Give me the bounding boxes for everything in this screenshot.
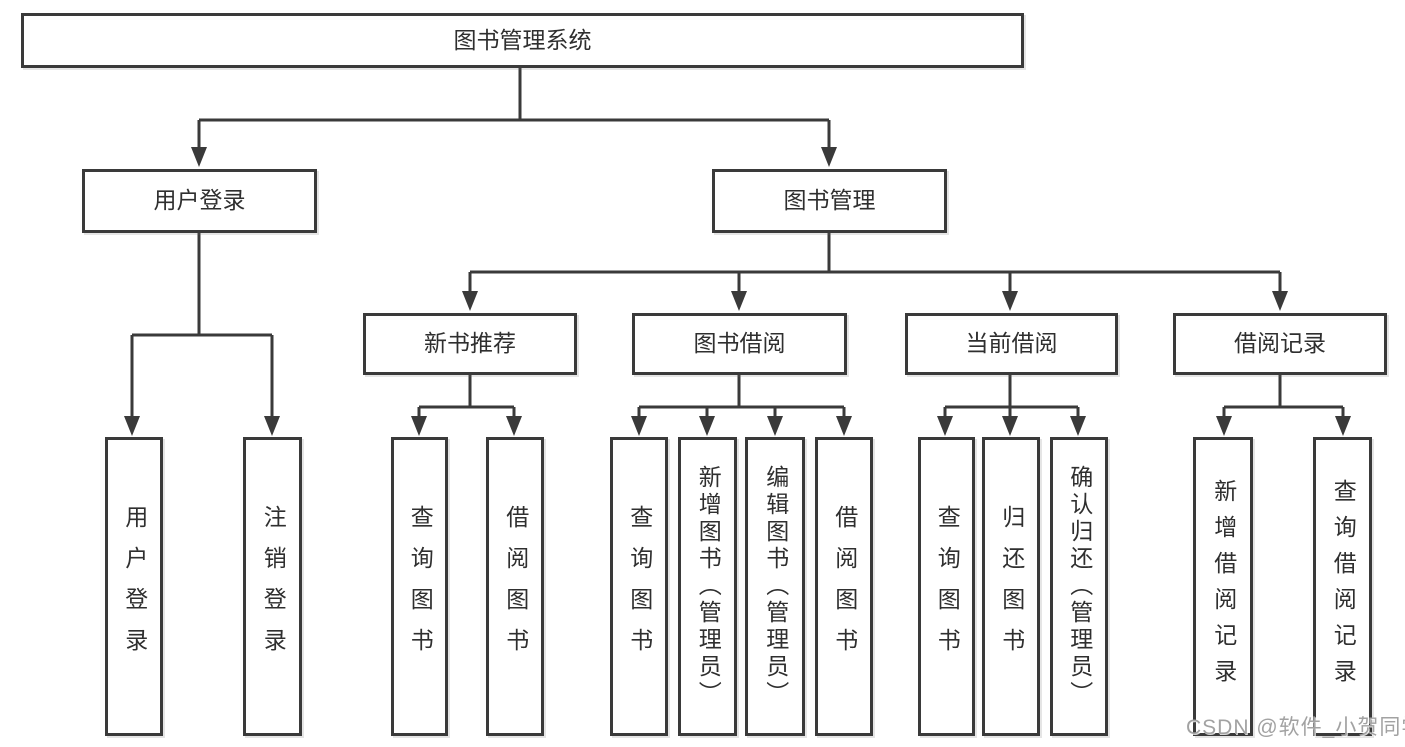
leaf-add-book-admin: 新增图书（管理员） — [678, 437, 737, 736]
node-label: 编辑图书（管理员） — [762, 465, 789, 708]
csdn-watermark: CSDN @软件_小贺同学 — [1186, 716, 1405, 739]
node-library-management-system: 图书管理系统 — [21, 13, 1024, 68]
leaf-query-books-current: 查询图书 — [918, 437, 975, 736]
node-label: 借阅图书 — [831, 504, 858, 669]
node-label: 新增借阅记录 — [1210, 478, 1237, 695]
node-label: 查询图书 — [407, 504, 434, 669]
node-label: 用户登录 — [121, 504, 148, 669]
node-book-management: 图书管理 — [712, 169, 947, 233]
node-current-borrowing: 当前借阅 — [905, 313, 1118, 375]
node-label: 注销登录 — [260, 504, 287, 669]
leaf-return-book: 归还图书 — [982, 437, 1040, 736]
node-user-login: 用户登录 — [82, 169, 317, 233]
leaf-add-borrow-record: 新增借阅记录 — [1193, 437, 1253, 736]
node-book-borrowing: 图书借阅 — [632, 313, 847, 375]
node-label: 借阅图书 — [502, 504, 529, 669]
node-label: 借阅记录 — [1234, 330, 1326, 357]
leaf-query-borrow-record: 查询借阅记录 — [1313, 437, 1372, 736]
node-label: 确认归还（管理员） — [1066, 465, 1093, 708]
node-label: 查询图书 — [934, 504, 961, 669]
node-label: 图书管理 — [783, 187, 876, 214]
leaf-query-books-borrowing: 查询图书 — [610, 437, 668, 736]
leaf-user-login: 用户登录 — [105, 437, 163, 736]
node-label: 图书管理系统 — [453, 26, 592, 53]
leaf-confirm-return-admin: 确认归还（管理员） — [1050, 437, 1108, 736]
node-borrowing-records: 借阅记录 — [1173, 313, 1387, 375]
node-label: 查询图书 — [626, 504, 653, 669]
node-label: 图书借阅 — [693, 330, 786, 357]
leaf-borrow-books: 借阅图书 — [815, 437, 873, 736]
leaf-logout: 注销登录 — [243, 437, 302, 736]
leaf-query-books-recommend: 查询图书 — [391, 437, 448, 736]
node-label: 用户登录 — [153, 187, 246, 214]
leaf-borrow-books-recommend: 借阅图书 — [486, 437, 544, 736]
node-label: 新增图书（管理员） — [695, 465, 722, 708]
leaf-edit-book-admin: 编辑图书（管理员） — [745, 437, 805, 736]
node-label: 查询借阅记录 — [1330, 478, 1357, 695]
node-new-book-recommend: 新书推荐 — [363, 313, 577, 375]
node-label: 归还图书 — [998, 504, 1025, 669]
node-label: 当前借阅 — [965, 330, 1058, 357]
node-label: 新书推荐 — [424, 330, 516, 357]
